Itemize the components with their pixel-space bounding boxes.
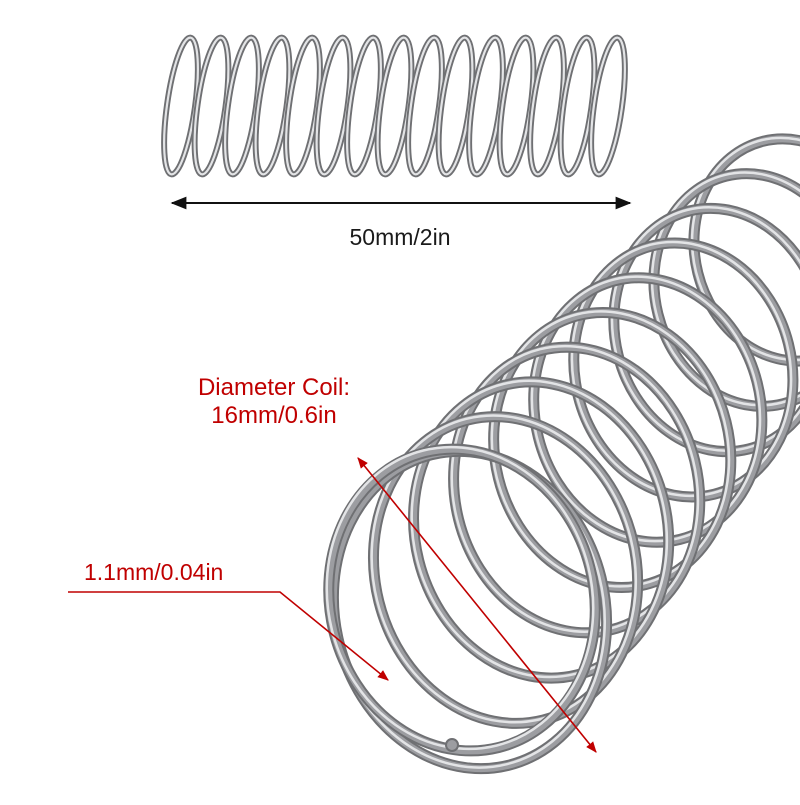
wire-diameter-label: 1.1mm/0.04in — [84, 559, 224, 585]
large-spring-coil — [568, 237, 799, 503]
small-spring-coil — [588, 34, 628, 178]
large-spring-perspective-view — [323, 133, 800, 775]
large-spring-coil — [528, 272, 768, 548]
large-spring-coil — [408, 376, 675, 684]
large-spring-coil — [367, 411, 644, 729]
large-spring-coil — [688, 133, 800, 367]
length-label: 50mm/2in — [349, 224, 451, 250]
small-spring-side-view — [161, 34, 628, 178]
coil-diameter-title: Diameter Coil: — [197, 374, 351, 401]
coil-diameter-dimension-line — [357, 457, 597, 753]
wire-diameter-leader-line — [68, 591, 389, 681]
large-spring-coil — [648, 168, 800, 412]
coil-diameter-label: Diameter Coil: 16mm/0.6in — [162, 374, 386, 430]
large-spring-coil — [327, 445, 613, 775]
coil-diameter-value: 16mm/0.6in — [211, 402, 337, 429]
